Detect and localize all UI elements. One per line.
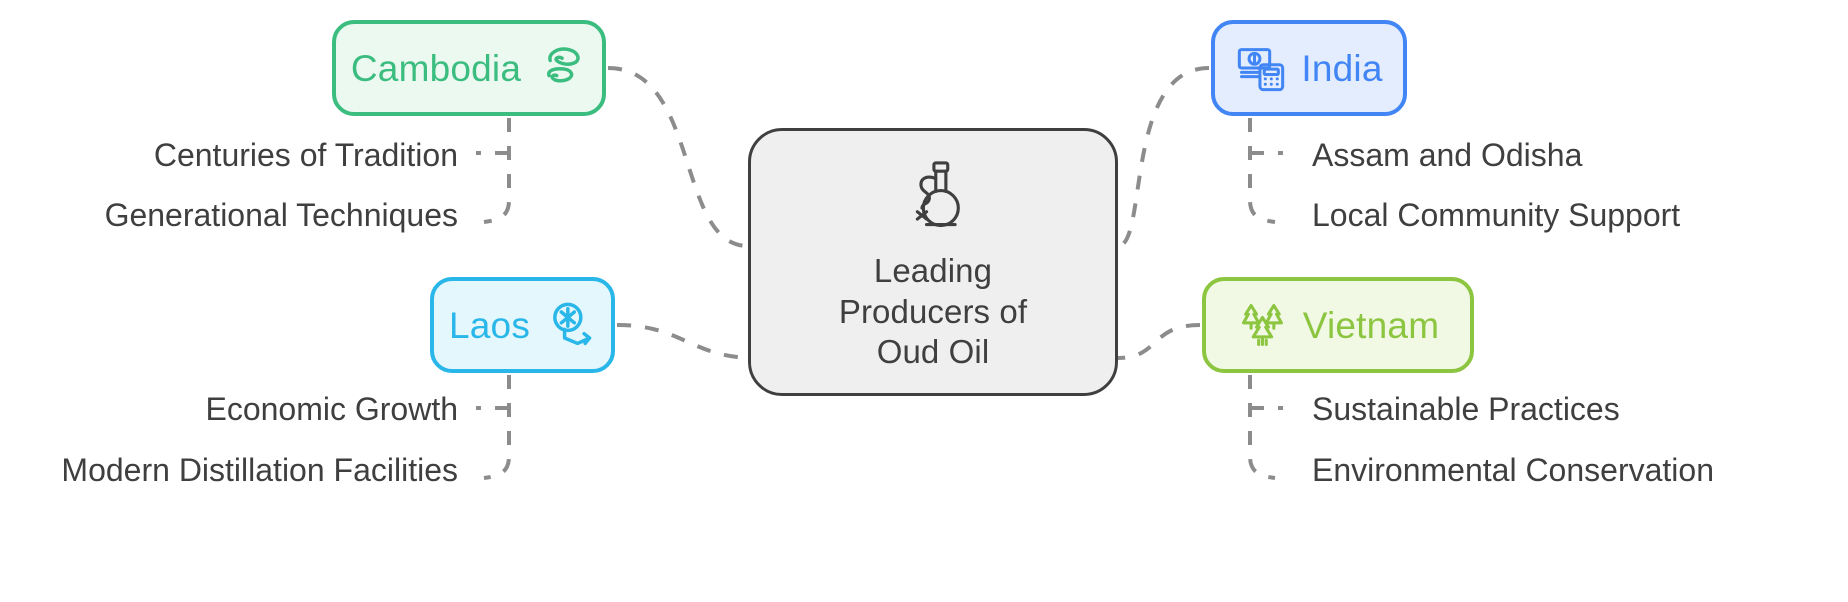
center-node[interactable]: Leading Producers of Oud Oil: [748, 128, 1118, 396]
connector-india-spine: [1248, 118, 1276, 224]
kip-currency-decline-icon: [553, 302, 592, 346]
branch-label-vietnam: Vietnam: [1302, 304, 1440, 346]
perfume-flask-icon: [915, 161, 960, 227]
leaf-label: Sustainable Practices: [1312, 391, 1620, 427]
leaf-label: Environmental Conservation: [1312, 452, 1714, 488]
branch-node-cambodia[interactable]: Cambodia: [332, 20, 606, 116]
leaf-label: Economic Growth: [205, 391, 458, 427]
leaf-label: Centuries of Tradition: [153, 137, 458, 173]
leaf-label: Modern Distillation Facilities: [61, 452, 458, 488]
branch-node-vietnam[interactable]: Vietnam: [1202, 277, 1474, 373]
branch-node-india[interactable]: India: [1211, 20, 1407, 116]
center-title: Leading Producers of Oud Oil: [838, 251, 1028, 371]
leaf-label: Assam and Odisha: [1312, 137, 1583, 173]
agarwood-chips-icon: [547, 47, 580, 83]
connector-vietnam-center: [1117, 323, 1201, 360]
leaf-label: Local Community Support: [1312, 197, 1681, 233]
connector-india-center: [1117, 66, 1210, 248]
branch-label-laos: Laos: [448, 304, 531, 346]
branch-label-india: India: [1301, 47, 1383, 89]
connector-laos-spine: [483, 375, 511, 480]
branch-node-laos[interactable]: Laos: [430, 277, 615, 373]
forest-trees-icon: [1241, 303, 1283, 347]
money-calculator-icon: [1238, 48, 1285, 92]
connector-laos-center: [616, 323, 749, 360]
connector-cambodia-spine: [483, 118, 511, 224]
branch-label-cambodia: Cambodia: [350, 47, 522, 89]
leaf-label: Generational Techniques: [104, 197, 458, 233]
connector-vietnam-spine: [1248, 375, 1276, 480]
connector-cambodia-center: [607, 66, 749, 248]
